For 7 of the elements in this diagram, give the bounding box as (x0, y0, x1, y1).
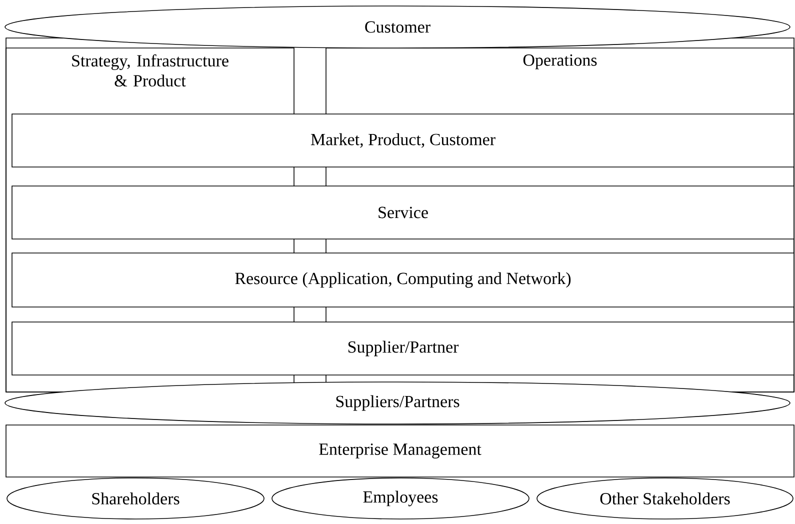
layer-band: Supplier/Partner (12, 322, 794, 376)
layer-band: Enterprise Management (6, 424, 794, 478)
layer-band: Market, Product, Customer (12, 114, 794, 168)
node-label: Customer (365, 21, 430, 33)
layer-band: Resource (Application, Computing and Network) (12, 252, 794, 308)
node-label: Suppliers/Partners (336, 395, 460, 411)
layer-band: Service (12, 186, 794, 240)
